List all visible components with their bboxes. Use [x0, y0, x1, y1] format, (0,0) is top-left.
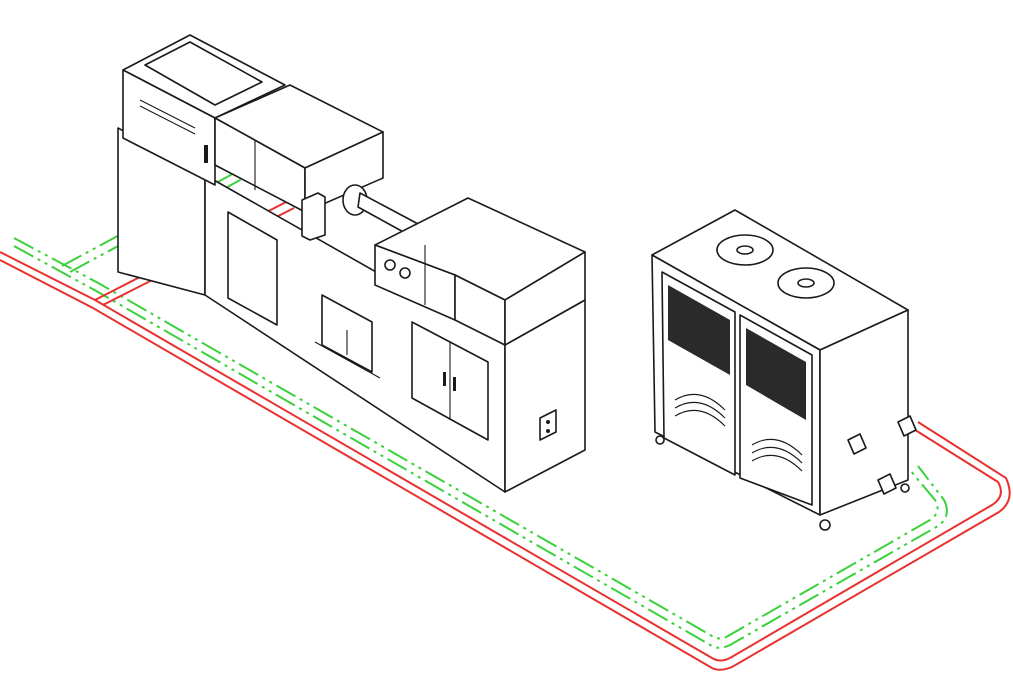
base-panel — [227, 211, 278, 326]
injection-molding-machine — [117, 34, 586, 493]
electrical-socket — [539, 409, 557, 441]
heater-box — [301, 192, 326, 241]
control-cabinet-front — [122, 69, 216, 186]
drain-valve — [877, 473, 897, 495]
chiller-side — [819, 309, 909, 516]
outlet-valve — [847, 433, 867, 455]
condenser-grille-right — [746, 328, 806, 420]
clamp-unit-side — [504, 251, 586, 346]
water-chiller — [651, 209, 917, 531]
inlet-valve — [897, 415, 917, 437]
injection-unit-side — [304, 131, 384, 213]
control-screen — [144, 41, 263, 106]
condenser-grille-left — [668, 285, 730, 375]
